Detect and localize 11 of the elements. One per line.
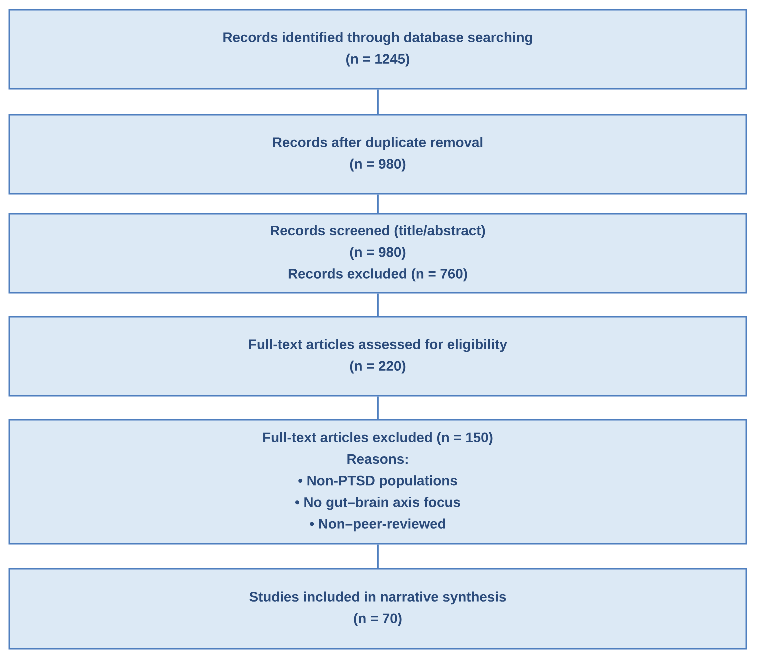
process-box: Records identified through database searching (n = 1245)	[8, 9, 748, 90]
connector-line	[377, 90, 379, 114]
process-box: Studies included in narrative synthesis (n = 70)	[8, 568, 748, 650]
process-box: Records screened (title/abstract) (n = 980) Records excluded (n = 760)	[8, 213, 748, 294]
process-box: Full-text articles excluded (n = 150) Reasons: • Non-PTSD populations • No gut–brain axis focus • Non–peer-reviewed	[8, 419, 748, 545]
connector-line	[377, 294, 379, 316]
connector-line	[377, 396, 379, 420]
connector-line	[377, 544, 379, 568]
connector-line	[377, 194, 379, 214]
process-box: Full-text articles assessed for eligibility (n = 220)	[8, 316, 748, 397]
process-box: Records after duplicate removal (n = 980)	[8, 114, 748, 195]
